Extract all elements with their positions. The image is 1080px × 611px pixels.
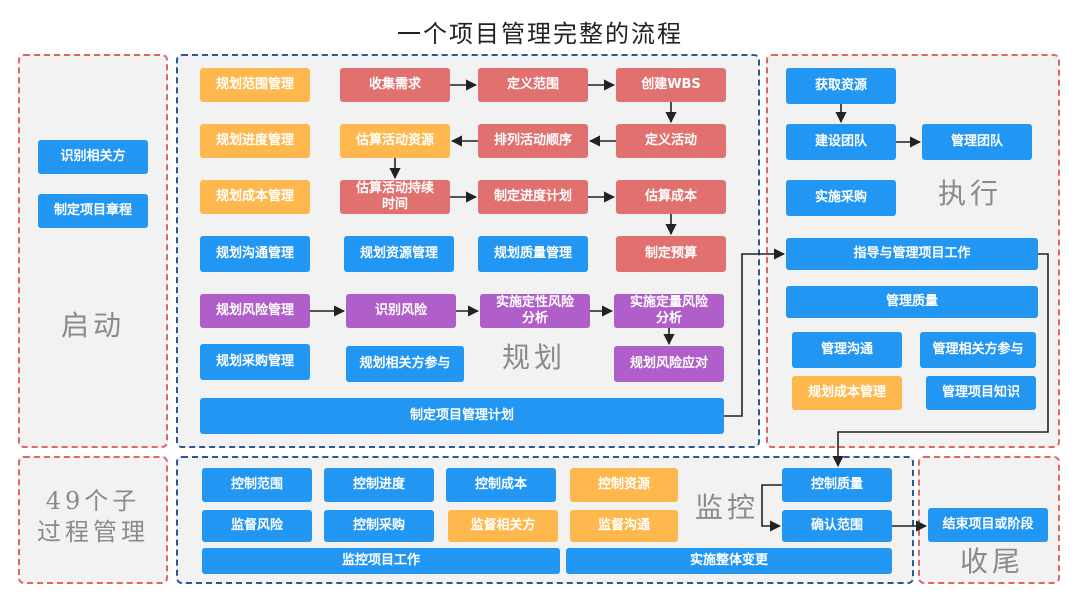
phase-label-monitor: 监控 (694, 491, 759, 524)
monitor-work-box[interactable]: 监控项目工作 (202, 548, 560, 574)
plan-communications-box[interactable]: 规划沟通管理 (200, 236, 310, 272)
plan-risk-responses-box[interactable]: 规划风险应对 (614, 346, 724, 382)
develop-schedule-box[interactable]: 制定进度计划 (478, 180, 588, 214)
develop-charter-box[interactable]: 制定项目章程 (38, 194, 148, 228)
estimate-durations-box[interactable]: 估算活动持续时间 (340, 180, 450, 214)
plan-schedule-box[interactable]: 规划进度管理 (200, 124, 310, 158)
phase-label-start: 启动 (60, 309, 125, 342)
control-quality-box[interactable]: 控制质量 (782, 468, 892, 502)
control-scope-box[interactable]: 控制范围 (202, 468, 312, 502)
summary-panel (18, 456, 168, 584)
monitor-stakeholder-box[interactable]: 监督相关方 (448, 510, 558, 542)
plan-risk-box[interactable]: 规划风险管理 (200, 294, 310, 328)
monitor-communications-box[interactable]: 监督沟通 (570, 510, 678, 542)
plan-resources-box[interactable]: 规划资源管理 (344, 236, 454, 272)
direct-manage-work-box[interactable]: 指导与管理项目工作 (786, 238, 1038, 270)
phase-label-close: 收尾 (959, 545, 1024, 578)
validate-scope-box[interactable]: 确认范围 (782, 510, 892, 542)
quantitative-risk-box[interactable]: 实施定量风险分析 (614, 294, 724, 328)
close-project-box[interactable]: 结束项目或阶段 (928, 508, 1048, 542)
identify-stakeholders-box[interactable]: 识别相关方 (38, 140, 148, 174)
conduct-procurements-box[interactable]: 实施采购 (786, 180, 896, 216)
define-activities-box[interactable]: 定义活动 (616, 124, 726, 158)
determine-budget-box[interactable]: 制定预算 (616, 236, 726, 272)
plan-cost-box[interactable]: 规划成本管理 (200, 180, 310, 214)
manage-team-box[interactable]: 管理团队 (922, 124, 1032, 160)
plan-procurement-box[interactable]: 规划采购管理 (200, 344, 310, 380)
integrated-change-box[interactable]: 实施整体变更 (566, 548, 892, 574)
plan-stakeholder-box[interactable]: 规划相关方参与 (346, 346, 464, 382)
identify-risks-box[interactable]: 识别风险 (346, 294, 456, 328)
manage-quality-box[interactable]: 管理质量 (786, 286, 1038, 318)
manage-knowledge-box[interactable]: 管理项目知识 (926, 376, 1036, 410)
control-schedule-box[interactable]: 控制进度 (324, 468, 434, 502)
collect-requirements-box[interactable]: 收集需求 (340, 68, 450, 102)
plan-quality-box[interactable]: 规划质量管理 (478, 236, 588, 272)
acquire-resources-box[interactable]: 获取资源 (786, 68, 896, 104)
estimate-resources-box[interactable]: 估算活动资源 (340, 124, 450, 158)
monitor-risks-box[interactable]: 监督风险 (202, 510, 312, 542)
plan-cost-mgmt-box[interactable]: 规划成本管理 (792, 376, 902, 410)
phase-label-execute: 执行 (937, 177, 1002, 210)
phase-label-plan: 规划 (501, 341, 566, 374)
plan-scope-box[interactable]: 规划范围管理 (200, 68, 310, 102)
define-scope-box[interactable]: 定义范围 (478, 68, 588, 102)
control-resources-box[interactable]: 控制资源 (570, 468, 678, 502)
manage-stakeholder-box[interactable]: 管理相关方参与 (920, 332, 1036, 368)
manage-communications-box[interactable]: 管理沟通 (792, 332, 902, 368)
start-panel (18, 54, 168, 448)
qualitative-risk-box[interactable]: 实施定性风险分析 (480, 294, 590, 328)
phase-label-total: 49个子 过程管理 (37, 487, 149, 547)
develop-pm-plan-box[interactable]: 制定项目管理计划 (200, 398, 724, 434)
control-costs-box[interactable]: 控制成本 (446, 468, 556, 502)
diagram-title: 一个项目管理完整的流程 (397, 20, 683, 48)
sequence-activities-box[interactable]: 排列活动顺序 (478, 124, 588, 158)
estimate-costs-box[interactable]: 估算成本 (616, 180, 726, 214)
develop-team-box[interactable]: 建设团队 (786, 124, 896, 160)
create-wbs-box[interactable]: 创建WBS (616, 68, 726, 102)
control-procurements-box[interactable]: 控制采购 (324, 510, 434, 542)
